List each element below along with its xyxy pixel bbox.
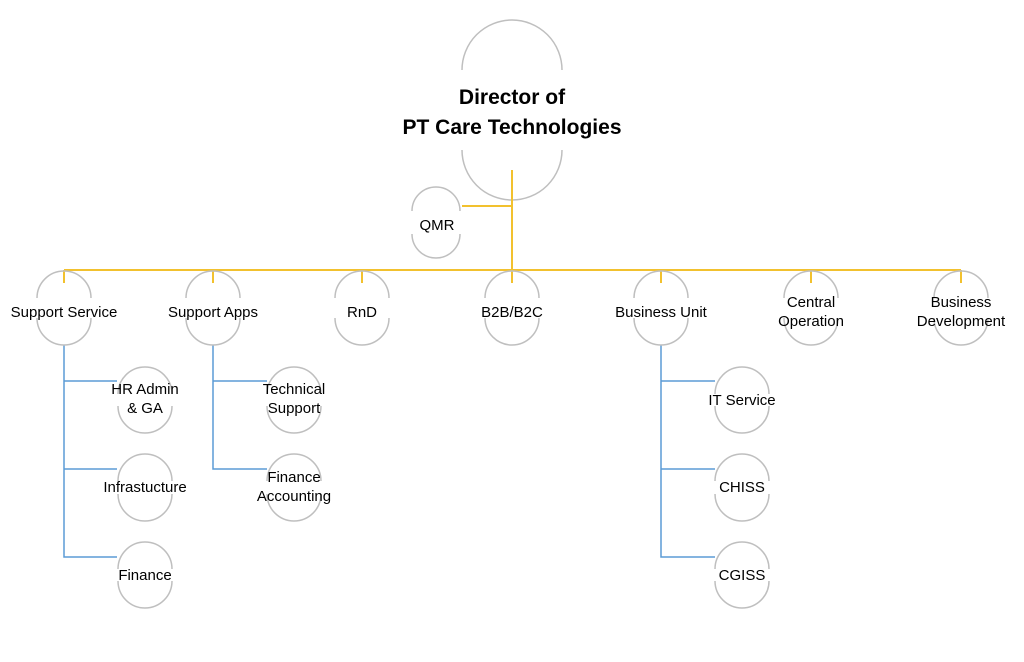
subunit-line1: CHISS [719,479,765,496]
department-line2: Development [916,312,1006,330]
subunit-line1: HR Admin [111,381,179,398]
arc-business-unit-bottom [633,317,689,346]
arc-finance-bottom [117,580,173,609]
department-business-development: Business Development [901,294,1021,332]
node-arcs [36,186,989,609]
level2-connectors [63,345,715,558]
subunit-line2: Accounting [256,487,332,505]
arc-it-service-top [714,366,770,395]
subunit-it-service: IT Service [692,392,792,411]
level1-connectors [63,170,962,283]
department-line1: RnD [346,304,377,321]
arc-technical-support-bottom [266,405,322,434]
arc-qmr-bottom [411,233,461,259]
arc-cgiss-bottom [714,580,770,609]
department-line1: Business [930,294,992,311]
assistant-label: QMR [419,217,455,234]
arc-support-service-top [36,270,92,299]
root-node-label: Director of PT Care Technologies [362,83,662,144]
business-unit-tree-line [660,345,715,558]
support-apps-tree-line [212,345,267,470]
arc-business-development-bottom [933,317,989,346]
arc-finance-top [117,541,173,570]
subunit-line1: CGISS [718,567,766,584]
arc-finance-accounting-top [266,453,322,482]
arc-cgiss-top [714,541,770,570]
arc-infrastucture-bottom [117,493,173,522]
arc-hr-admin-ga-top [117,366,173,395]
arc-business-unit-top [633,270,689,299]
arc-technical-support-top [266,366,322,395]
root-title-line1: Director of [458,86,566,109]
arc-hr-admin-ga-bottom [117,405,173,434]
root-title-line2: PT Care Technologies [402,116,622,140]
department-b2b-b2c: B2B/B2C [452,304,572,323]
subunit-line1: Technical [262,381,326,398]
subunit-finance-accounting: Finance Accounting [239,469,349,507]
subunit-line2: Support [267,399,321,417]
department-business-unit: Business Unit [591,304,731,323]
subunit-line2: & GA [127,399,163,417]
subunit-line1: Finance [118,567,172,584]
department-central-operation: Central Operation [751,294,871,332]
arc-chiss-top [714,453,770,482]
arc-b2b-b2c-top [484,270,540,299]
department-support-service: Support Service [0,304,134,323]
subunit-chiss: CHISS [692,479,792,498]
arc-chiss-bottom [714,493,770,522]
arc-central-operation-bottom [783,317,839,346]
arc-rnd-bottom [334,317,390,346]
arc-b2b-b2c-bottom [484,317,540,346]
subunit-line1: IT Service [708,392,776,409]
arc-support-apps-top [185,270,241,299]
department-line1: Business Unit [615,304,707,321]
subunit-line1: Finance [267,469,321,486]
support-service-tree-line [63,345,117,558]
arc-finance-accounting-bottom [266,493,322,522]
department-support-apps: Support Apps [143,304,283,323]
arc-qmr-top [411,186,461,212]
arc-it-service-bottom [714,405,770,434]
department-line2: Operation [778,312,844,330]
subunit-hr-admin-ga: HR Admin & GA [95,381,195,419]
root-node-top-arc [461,19,563,71]
subunit-technical-support: Technical Support [244,381,344,419]
arc-support-service-bottom [36,317,92,346]
arc-rnd-top [334,270,390,299]
department-line1: Central [786,294,836,311]
subunit-infrastucture: Infrastucture [85,479,205,498]
arc-central-operation-top [783,270,839,299]
subunit-line1: Infrastucture [103,479,187,496]
department-line1: Support Apps [167,304,259,321]
department-line1: Support Service [10,304,118,321]
subunit-finance: Finance [95,567,195,586]
arc-infrastucture-top [117,453,173,482]
arc-business-development-top [933,270,989,299]
department-line1: B2B/B2C [481,304,543,321]
department-rnd: RnD [302,304,422,323]
arc-support-apps-bottom [185,317,241,346]
subunit-cgiss: CGISS [692,567,792,586]
assistant-node-qmr: QMR [387,217,487,236]
